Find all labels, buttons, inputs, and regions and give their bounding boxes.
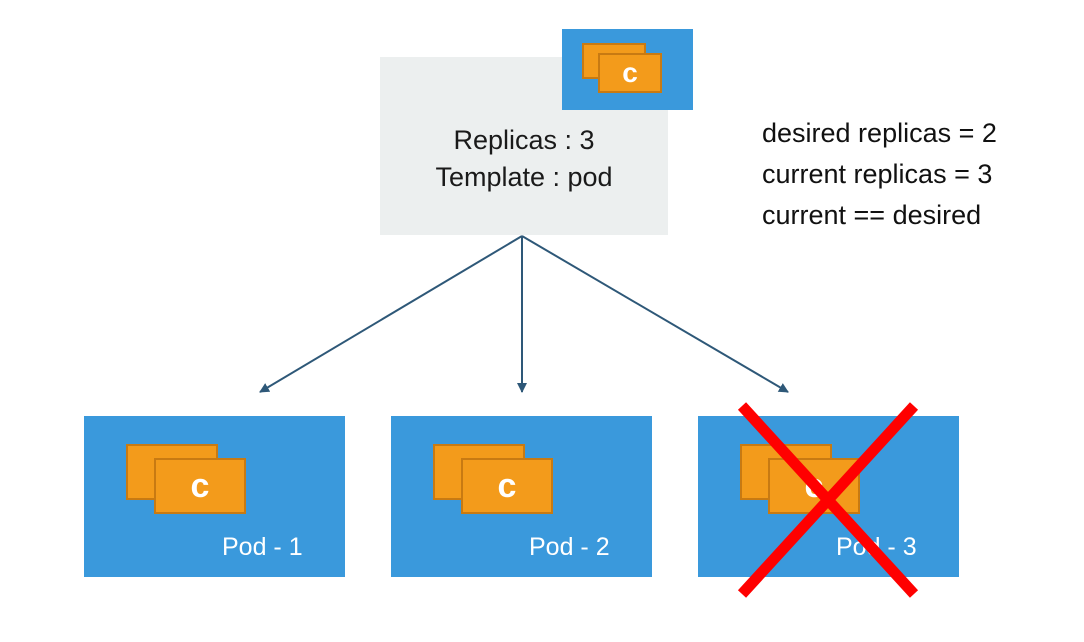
- terminate-x-icon: [737, 402, 919, 598]
- replicas-line: Replicas : 3: [453, 125, 595, 155]
- container-letter: c: [190, 466, 210, 505]
- pod-label: Pod - 2: [529, 533, 610, 561]
- pod-2: c Pod - 2: [391, 416, 652, 577]
- replicaset-spec: Replicas : 3 Template : pod: [380, 122, 668, 196]
- replica-status: desired replicas = 2 current replicas = …: [762, 113, 997, 236]
- container-letter: c: [622, 57, 638, 88]
- container-letter: c: [497, 466, 517, 505]
- arrow-to-pod-3: [521, 235, 789, 393]
- replica-comparison: current == desired: [762, 200, 982, 230]
- container-icon: c: [154, 458, 246, 514]
- arrow-to-pod-1: [259, 235, 523, 393]
- replicaset-container-badge: c: [562, 29, 693, 110]
- pod-label: Pod - 1: [222, 533, 303, 561]
- current-replicas: current replicas = 3: [762, 159, 993, 189]
- template-line: Template : pod: [435, 162, 613, 192]
- desired-replicas: desired replicas = 2: [762, 118, 997, 148]
- container-icon: c: [598, 53, 662, 93]
- pod-1: c Pod - 1: [84, 416, 345, 577]
- container-icon: c: [461, 458, 553, 514]
